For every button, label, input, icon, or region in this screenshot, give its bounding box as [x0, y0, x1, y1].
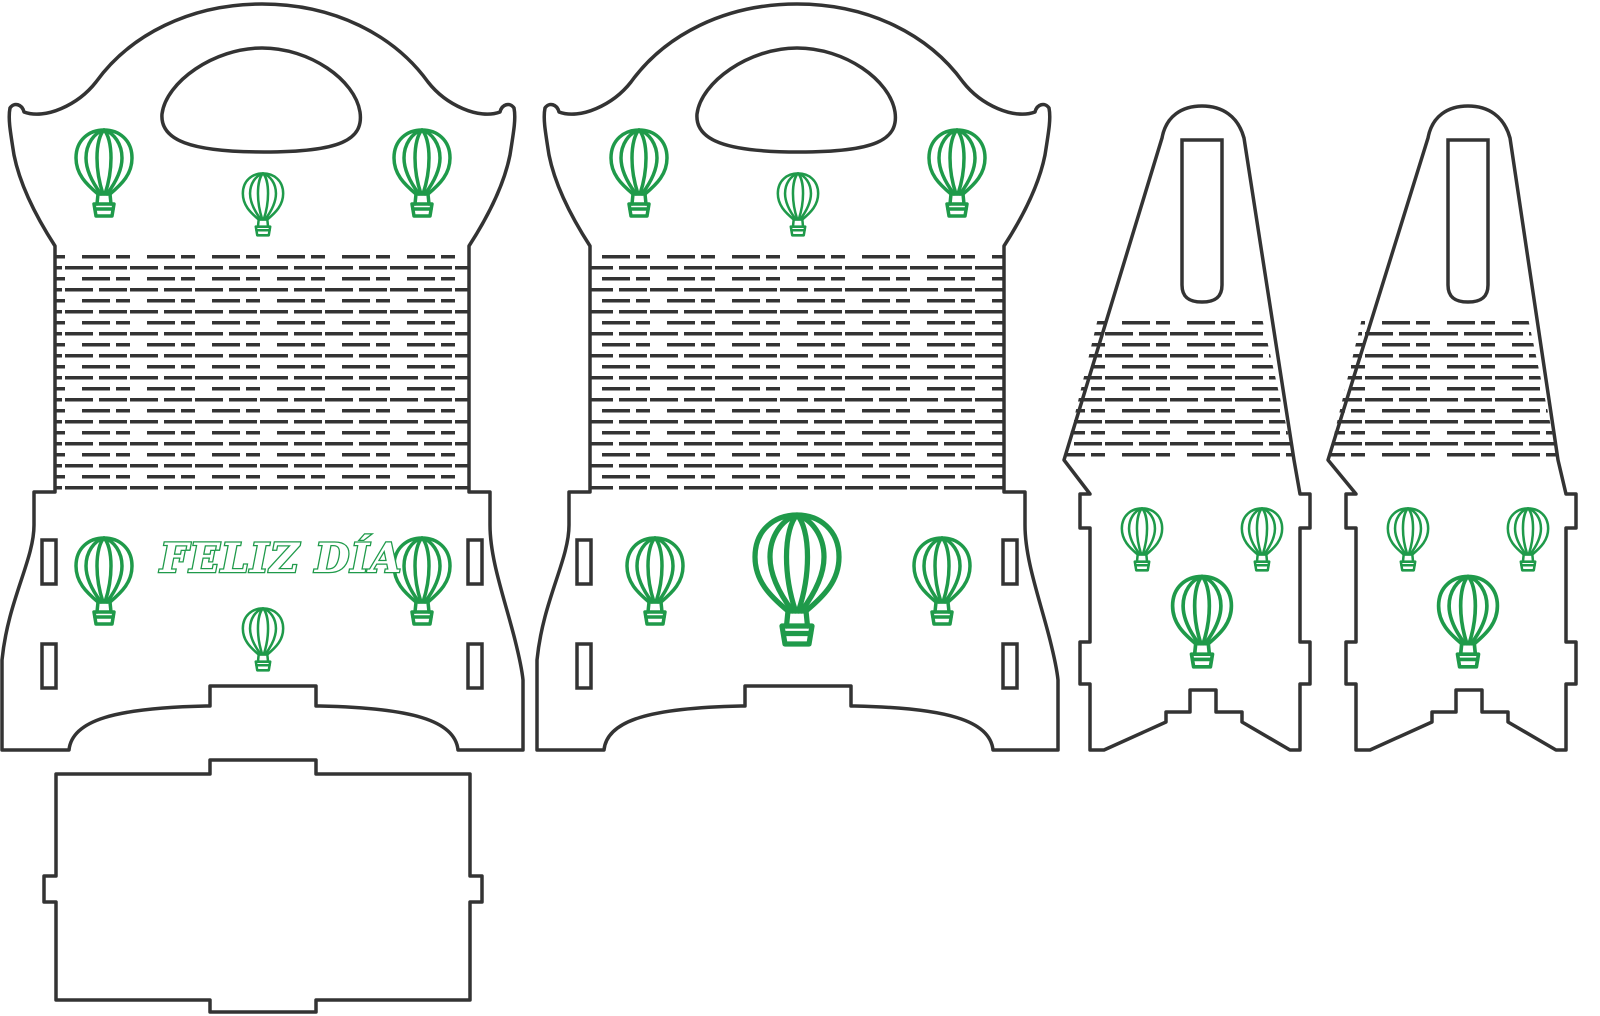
side-right-handle-slot: [1446, 138, 1490, 304]
front-weave: [55, 252, 469, 492]
front-slot-bl: [40, 642, 58, 690]
base-panel-outline: [42, 758, 484, 1014]
back-slot-tl: [575, 538, 593, 586]
back-slot-bl: [575, 642, 593, 690]
back-slot-tr: [1001, 538, 1019, 586]
front-handle-hole: [160, 46, 363, 154]
base-panel: [42, 758, 484, 1014]
back-weave: [590, 252, 1004, 492]
front-slot-tl: [40, 538, 58, 586]
back-handle-hole: [695, 46, 898, 154]
front-slot-br: [466, 642, 484, 690]
side-left-weave: [1064, 318, 1294, 460]
back-panel: [535, 2, 1060, 752]
greeting-text: FELIZ DÍA: [159, 535, 402, 582]
front-slot-tr: [466, 538, 484, 586]
side-left-handle-slot: [1180, 138, 1224, 304]
front-panel: FELIZ DÍA: [0, 2, 525, 752]
side-panel-right: [1326, 104, 1578, 752]
back-slot-br: [1001, 642, 1019, 690]
side-panel-left: [1062, 104, 1312, 752]
side-right-weave: [1328, 318, 1558, 460]
